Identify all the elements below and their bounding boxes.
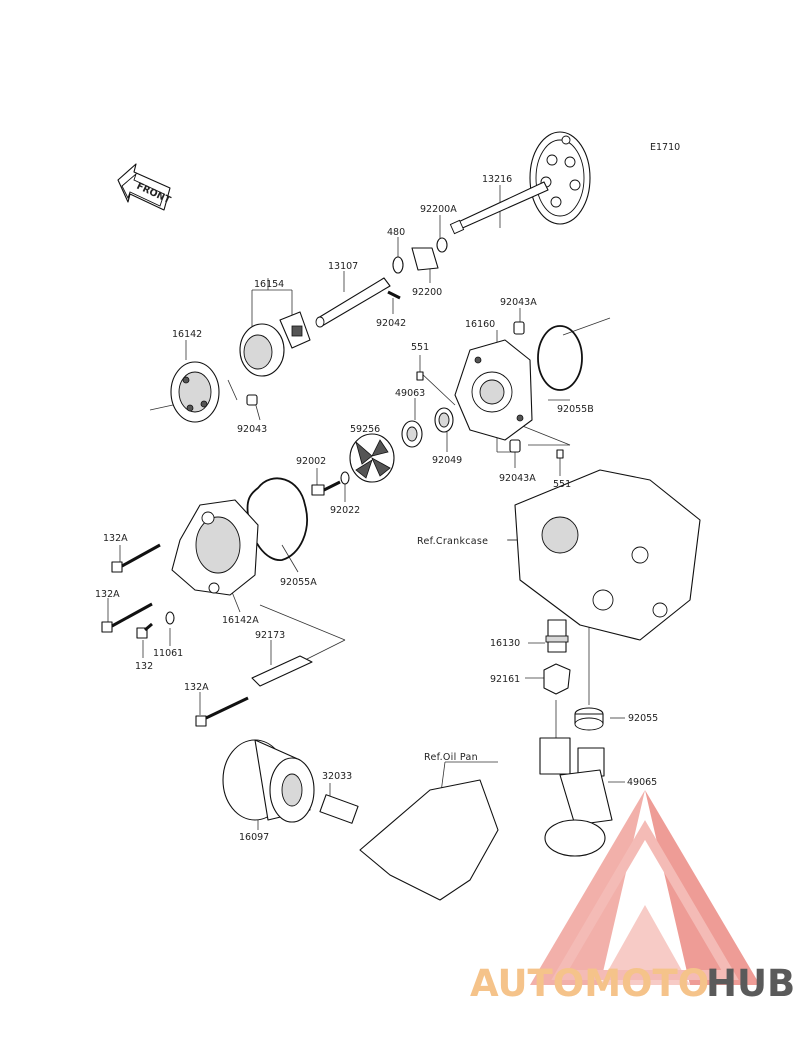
label-551-top: 551 xyxy=(411,342,429,353)
label-551-bottom: 551 xyxy=(553,479,571,490)
part-132A-bolt-2 xyxy=(101,602,153,633)
part-labels: E1710 13216 92200A 480 92200 16154 13107… xyxy=(95,142,680,843)
part-92043A-dowel-top xyxy=(513,321,525,335)
part-13216-gear-shaft xyxy=(449,131,591,235)
watermark-text-automoto: AUTOMOTO xyxy=(470,962,709,1005)
part-92161-nut xyxy=(543,663,571,695)
part-92173-bracket xyxy=(251,655,313,687)
part-49063-seal xyxy=(401,420,423,448)
part-16142-pump-body xyxy=(170,361,220,423)
label-13107: 13107 xyxy=(328,261,358,272)
label-92173: 92173 xyxy=(255,630,285,641)
part-16130-fitting xyxy=(545,619,569,653)
label-13216: 13216 xyxy=(482,174,512,185)
part-16142A-housing xyxy=(171,499,259,596)
crankcase-reference xyxy=(514,469,701,641)
label-92022: 92022 xyxy=(330,505,360,516)
part-92002-bolt xyxy=(311,480,341,496)
label-ref-crankcase: Ref.Crankcase xyxy=(417,536,488,547)
part-11061-washer xyxy=(165,611,175,625)
label-92002: 92002 xyxy=(296,456,326,467)
label-16142A: 16142A xyxy=(222,615,259,626)
part-92055A-gasket xyxy=(246,477,308,561)
oil-pan-reference xyxy=(359,779,499,901)
label-49063: 49063 xyxy=(395,388,425,399)
part-92200A-washer xyxy=(436,237,448,253)
label-92055A: 92055A xyxy=(280,577,317,588)
label-16130: 16130 xyxy=(490,638,520,649)
part-92043A-dowel-bottom xyxy=(509,439,521,453)
label-92043A-bottom: 92043A xyxy=(499,473,536,484)
label-132A-2: 132A xyxy=(95,589,120,600)
part-13107-shaft xyxy=(315,277,391,328)
part-16097-oil-filter xyxy=(222,739,315,823)
part-92055-seal xyxy=(574,707,604,731)
label-ref-oil-pan: Ref.Oil Pan xyxy=(424,752,478,763)
label-16097: 16097 xyxy=(239,832,269,843)
label-92043A-top: 92043A xyxy=(500,297,537,308)
label-16154: 16154 xyxy=(254,279,284,290)
label-92161: 92161 xyxy=(490,674,520,685)
part-92200-plate xyxy=(411,247,439,271)
part-92049-seal xyxy=(434,407,454,433)
part-16154-rotor xyxy=(239,311,311,377)
part-132-bolt xyxy=(136,622,153,639)
part-132A-bolt-3 xyxy=(195,696,249,727)
part-92022-washer xyxy=(340,471,350,485)
part-551-pin-top xyxy=(416,371,424,381)
part-132A-bolt-1 xyxy=(111,543,161,573)
watermark-text-hub: HUB xyxy=(706,962,795,1005)
label-92055: 92055 xyxy=(628,713,658,724)
label-132A-3: 132A xyxy=(184,682,209,693)
watermark-brand: AUTOMOTO HUB xyxy=(470,962,795,1005)
label-92200A: 92200A xyxy=(420,204,457,215)
front-direction-arrow: FRONT xyxy=(117,163,173,211)
part-551-pin-bottom xyxy=(556,449,564,459)
label-92049: 92049 xyxy=(432,455,462,466)
label-16142: 16142 xyxy=(172,329,202,340)
part-32033-pipe xyxy=(319,794,359,824)
part-92055B-o-ring xyxy=(537,325,583,391)
label-32033: 32033 xyxy=(322,771,352,782)
part-92042-pin xyxy=(387,290,401,300)
part-16160-cover xyxy=(454,339,533,441)
label-132A-1: 132A xyxy=(103,533,128,544)
label-16160: 16160 xyxy=(465,319,495,330)
label-132: 132 xyxy=(135,661,153,672)
label-92043: 92043 xyxy=(237,424,267,435)
label-11061: 11061 xyxy=(153,648,183,659)
part-92043-dowel xyxy=(246,394,258,406)
label-92042: 92042 xyxy=(376,318,406,329)
label-92200: 92200 xyxy=(412,287,442,298)
watermark-logo xyxy=(530,790,760,985)
label-49065: 49065 xyxy=(627,777,657,788)
part-59256-impeller xyxy=(349,433,395,483)
part-49065-oil-strainer xyxy=(539,737,613,857)
diagram-id: E1710 xyxy=(650,142,680,153)
label-59256: 59256 xyxy=(350,424,380,435)
part-480-circlip xyxy=(392,256,404,274)
label-92055B: 92055B xyxy=(557,404,594,415)
label-480: 480 xyxy=(387,227,405,238)
